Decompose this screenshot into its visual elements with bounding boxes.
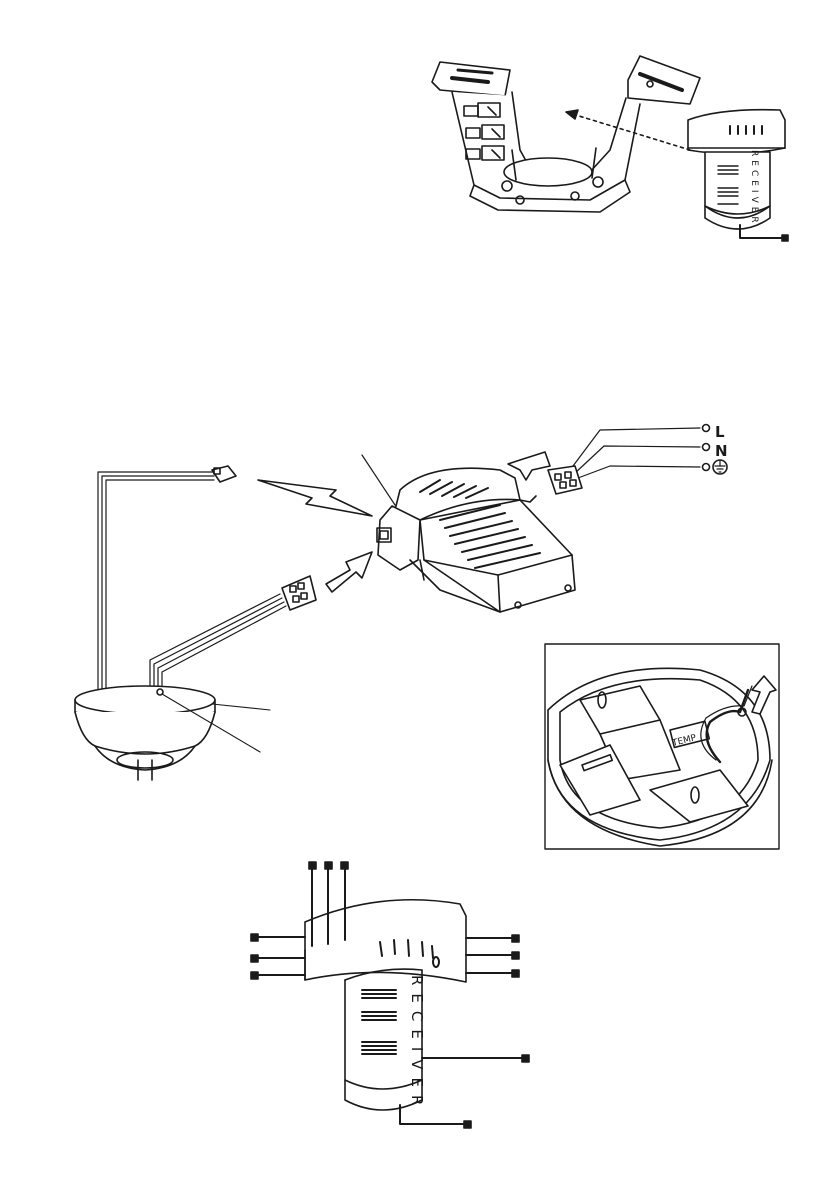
inset-frame: TEMP [545, 644, 779, 849]
label-neutral: N [715, 442, 728, 460]
ground-icon [713, 460, 727, 474]
receiver-top-label: RECEIVER [749, 150, 759, 227]
motor-wires [98, 472, 286, 690]
motor-plug-large [282, 576, 316, 610]
mains-connector [548, 466, 582, 494]
arrow-mains [508, 452, 550, 480]
receiver-large-label: RECEIVER [408, 975, 426, 1113]
label-live: L [715, 423, 725, 441]
motor-plug-small [212, 466, 236, 482]
receiver-large: RECEIVER [251, 862, 529, 1128]
receiver-top: RECEIVER [688, 110, 788, 241]
mounting-bracket [432, 56, 700, 212]
fan-canopy [75, 686, 215, 780]
arrow-motor-wire [258, 480, 372, 516]
receiver-box [362, 455, 575, 612]
arrow-motor-plug [326, 552, 372, 592]
mains-wires: L N [570, 423, 728, 478]
